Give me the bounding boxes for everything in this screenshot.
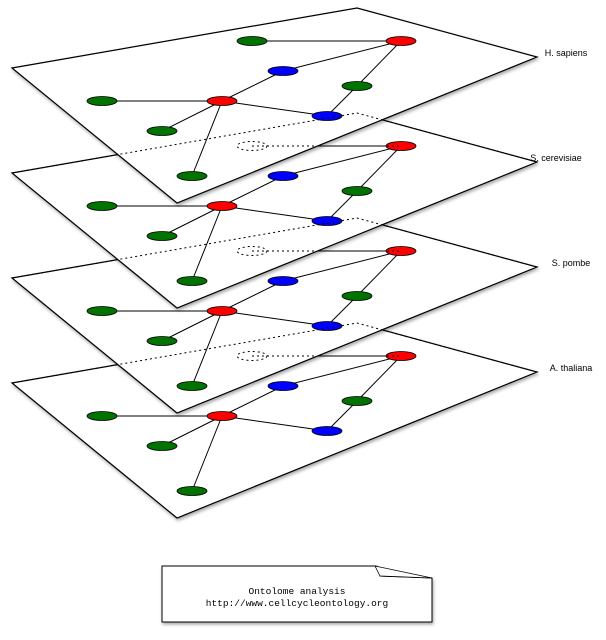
node-red bbox=[206, 411, 238, 421]
node-green bbox=[236, 36, 268, 46]
node-green bbox=[86, 306, 118, 316]
edge bbox=[326, 190, 358, 222]
node-green bbox=[146, 231, 178, 241]
edge bbox=[221, 385, 284, 417]
hidden-outline bbox=[11, 217, 538, 279]
node-green bbox=[341, 81, 373, 91]
edge bbox=[221, 310, 328, 327]
edge bbox=[221, 70, 284, 102]
layer-plane bbox=[10, 7, 539, 204]
node-blue bbox=[267, 381, 299, 391]
hidden-outline bbox=[11, 322, 538, 384]
node-green bbox=[176, 486, 208, 496]
node-green bbox=[86, 96, 118, 106]
edge bbox=[326, 400, 358, 432]
folded-corner-icon bbox=[374, 565, 433, 579]
edge bbox=[191, 205, 223, 282]
node-green bbox=[146, 126, 178, 136]
layer-h-sapiens: H. sapiens bbox=[10, 7, 588, 204]
edge bbox=[161, 100, 223, 132]
edge bbox=[191, 415, 223, 492]
node-blue bbox=[311, 426, 343, 436]
edge bbox=[161, 205, 223, 237]
node-green bbox=[146, 336, 178, 346]
edge bbox=[221, 175, 284, 207]
node-green bbox=[176, 171, 208, 181]
node-green bbox=[86, 201, 118, 211]
edge bbox=[326, 295, 358, 327]
edge bbox=[282, 40, 402, 72]
node-red bbox=[385, 246, 417, 256]
layer-label: S. pombe bbox=[552, 258, 591, 268]
edge bbox=[356, 355, 402, 402]
edge bbox=[356, 250, 402, 297]
note-box: Ontolome analysis http://www.cellcycleon… bbox=[161, 565, 433, 623]
edge bbox=[161, 310, 223, 342]
node-green bbox=[176, 381, 208, 391]
node-blue bbox=[267, 171, 299, 181]
node-green bbox=[341, 186, 373, 196]
edge bbox=[221, 205, 328, 222]
node-red bbox=[385, 141, 417, 151]
edge bbox=[356, 145, 402, 192]
hidden-outline bbox=[11, 112, 538, 174]
node-red bbox=[385, 36, 417, 46]
edge bbox=[191, 310, 223, 387]
layer-label: S. cerevisiae bbox=[530, 153, 582, 163]
edge bbox=[161, 415, 223, 447]
node-blue bbox=[311, 111, 343, 121]
edge bbox=[356, 40, 402, 87]
edge bbox=[282, 145, 402, 177]
edge bbox=[326, 85, 358, 117]
node-green bbox=[86, 411, 118, 421]
node-green bbox=[341, 396, 373, 406]
edge bbox=[221, 280, 284, 312]
note-title: Ontolome analysis bbox=[249, 586, 346, 597]
edge bbox=[221, 415, 328, 432]
note-url: http://www.cellcycleontology.org bbox=[206, 598, 388, 609]
node-blue bbox=[311, 216, 343, 226]
edge bbox=[282, 250, 402, 282]
edge bbox=[282, 355, 402, 387]
node-green bbox=[176, 276, 208, 286]
node-red bbox=[206, 201, 238, 211]
edge bbox=[191, 100, 223, 177]
node-blue bbox=[267, 66, 299, 76]
node-blue bbox=[311, 321, 343, 331]
node-blue bbox=[267, 276, 299, 286]
edge bbox=[221, 100, 328, 117]
node-red bbox=[206, 96, 238, 106]
layer-label: H. sapiens bbox=[545, 48, 588, 58]
node-red bbox=[206, 306, 238, 316]
layer-label: A. thaliana bbox=[550, 363, 593, 373]
node-red bbox=[385, 351, 417, 361]
node-green bbox=[146, 441, 178, 451]
node-green bbox=[341, 291, 373, 301]
